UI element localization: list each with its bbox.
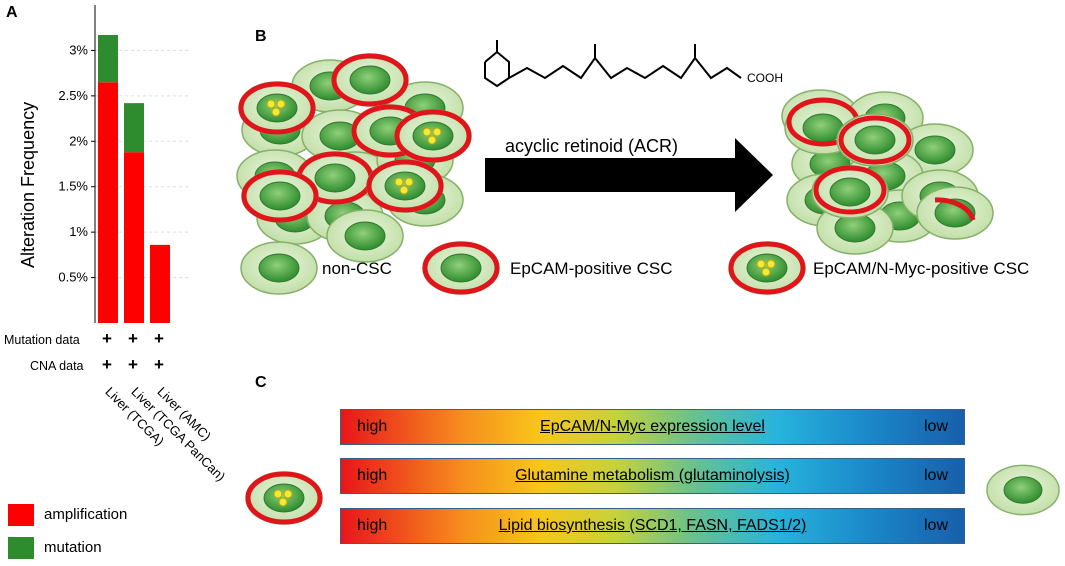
cooh-label: COOH <box>747 71 783 85</box>
plus-mark: + <box>128 355 138 374</box>
panel-a-letter: A <box>6 4 18 21</box>
legend-epcam-csc: EpCAM-positive CSC <box>510 259 673 278</box>
y-tick-label: 2% <box>69 133 88 148</box>
bar-high-label: high <box>357 517 388 534</box>
bar-mutation <box>124 103 144 153</box>
bar-mutation <box>98 34 118 83</box>
acr-structure <box>484 40 742 88</box>
legend-label-amplification: amplification <box>44 506 128 523</box>
legend-swatch-amplification <box>8 504 34 526</box>
cna-data-row-label: CNA data <box>30 359 84 373</box>
legend-swatch-mutation <box>8 537 34 559</box>
y-tick-label: 1% <box>69 224 88 239</box>
treatment-arrow <box>485 138 773 212</box>
gradient-bar-glutamine: high Glutamine metabolism (glutaminolysi… <box>340 458 965 494</box>
plus-mark: + <box>102 329 112 348</box>
bar-title: Lipid biosynthesis (SCD1, FASN, FADS1/2) <box>498 517 807 534</box>
acr-label: acyclic retinoid (ACR) <box>505 136 679 156</box>
panel-c-letter: C <box>255 374 267 391</box>
y-tick-label: 2.5% <box>58 88 88 103</box>
bar-low-label: low <box>923 467 948 484</box>
non-csc-cell-icon <box>986 464 1060 516</box>
y-tick-label: 1.5% <box>58 179 88 194</box>
cell-diagram: COOH <box>236 40 994 295</box>
bar-amplification <box>98 82 118 323</box>
panel-b-letter: B <box>255 28 267 45</box>
bar-high-label: high <box>357 418 388 435</box>
y-axis-label: Alteration Frequency <box>18 101 38 268</box>
mutation-data-row-label: Mutation data <box>4 333 80 347</box>
y-tick-label: 0.5% <box>58 270 88 285</box>
bar-title: EpCAM/N-Myc expression level <box>540 418 765 435</box>
plus-mark: + <box>128 329 138 348</box>
legend-label-mutation: mutation <box>44 539 102 556</box>
gradient-bar-lipid: high Lipid biosynthesis (SCD1, FASN, FAD… <box>340 508 965 544</box>
bar-title: Glutamine metabolism (glutaminolysis) <box>515 467 790 484</box>
bar-amplification <box>150 244 170 323</box>
legend-cell-non-csc <box>240 241 318 295</box>
bar-amplification <box>124 152 144 323</box>
csc-cell-icon <box>245 471 323 525</box>
legend-nmyc-csc: EpCAM/N-Myc-positive CSC <box>813 259 1030 278</box>
gradient-bar-epcam: high EpCAM/N-Myc expression level low <box>340 409 965 445</box>
cell-cluster-before <box>236 53 472 263</box>
plus-mark: + <box>154 329 164 348</box>
plus-mark: + <box>102 355 112 374</box>
plus-mark: + <box>154 355 164 374</box>
bar-high-label: high <box>357 467 388 484</box>
bar-low-label: low <box>923 517 948 534</box>
y-tick-label: 3% <box>69 42 88 57</box>
bar-low-label: low <box>923 418 948 435</box>
alteration-bar-chart: 0.5% 1% 1.5% 2% 2.5% 3% <box>58 5 190 323</box>
cell-cluster-after <box>781 89 994 255</box>
legend-non-csc: non-CSC <box>322 259 392 278</box>
